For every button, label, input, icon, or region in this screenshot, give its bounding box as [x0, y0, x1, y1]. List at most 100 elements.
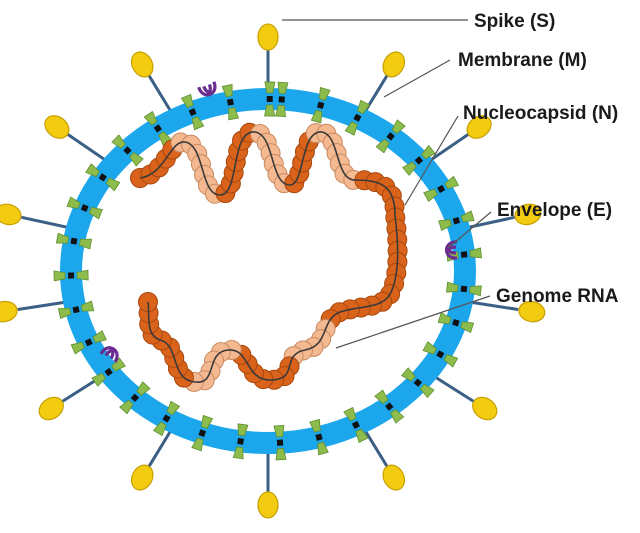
label-envelope: Envelope (E) [497, 200, 612, 221]
membrane-protein-core [452, 216, 461, 225]
membrane-protein-outer [421, 145, 436, 160]
membrane-protein-inner [423, 188, 438, 203]
membrane-protein-inner [375, 138, 390, 154]
spike-head [44, 115, 70, 139]
membrane-protein-outer [53, 270, 66, 282]
membrane-protein-core [104, 367, 113, 377]
spike-protein [44, 115, 114, 167]
spike-head [0, 203, 22, 226]
membrane-protein-core [414, 156, 424, 165]
membrane-protein-inner [438, 219, 453, 232]
membrane-protein [375, 119, 406, 154]
membrane-protein [232, 423, 249, 460]
membrane-protein [152, 400, 181, 437]
spike-head [518, 300, 546, 323]
membrane-protein [402, 145, 436, 176]
genome-rna-strand [139, 131, 399, 383]
membrane-protein [310, 87, 331, 124]
envelope-proteins [99, 81, 458, 363]
membrane-protein-outer [66, 196, 81, 210]
membrane-protein [309, 418, 329, 456]
membrane-protein-outer [469, 285, 482, 297]
membrane-protein-core [437, 184, 446, 193]
membrane-protein-inner [88, 206, 103, 220]
membrane-protein-inner [129, 151, 144, 167]
membrane-protein-core [198, 429, 207, 437]
spike-head [257, 491, 279, 519]
membrane-protein-inner [402, 161, 417, 176]
membrane-protein-inner [401, 367, 416, 382]
membrane-protein-inner [80, 300, 95, 312]
membrane-protein [423, 175, 460, 203]
membrane-protein [437, 312, 475, 334]
membrane-protein-inner [200, 414, 214, 429]
label-nucleocapsid: Nucleocapsid (N) [463, 103, 618, 124]
membrane-protein [191, 414, 214, 452]
membrane-protein-inner [105, 177, 121, 192]
membrane-protein [422, 341, 459, 368]
membrane-protein [221, 84, 240, 121]
membrane-protein [57, 300, 95, 319]
spike-protein [359, 51, 406, 120]
nucleocapsid-chain [130, 122, 408, 392]
label-genome-rna: Genome RNA [496, 286, 619, 307]
membrane-protein-outer [391, 119, 406, 135]
membrane-protein [344, 99, 371, 136]
membrane-protein [91, 357, 126, 387]
membrane-protein [401, 367, 435, 399]
spike-head [130, 51, 154, 78]
membrane-protein [70, 330, 107, 355]
membrane-protein-core [237, 437, 244, 445]
membrane-protein [343, 406, 369, 443]
membrane-protein-outer [143, 110, 158, 126]
membrane-protein-outer [390, 408, 405, 424]
label-membrane: Membrane (M) [458, 50, 587, 71]
membrane-protein-core [386, 132, 395, 141]
membrane-proteins [53, 81, 482, 461]
spike-protein [0, 203, 78, 231]
membrane-protein-inner [228, 107, 240, 121]
membrane-protein-inner [275, 104, 286, 118]
membrane-protein-core [353, 113, 362, 122]
membrane-protein-outer [419, 383, 435, 399]
membrane-protein-outer [318, 87, 331, 101]
membrane-protein-inner [343, 406, 357, 422]
membrane-protein-outer [264, 81, 276, 94]
membrane-protein-core [413, 378, 423, 387]
leader-line [447, 211, 492, 249]
membrane-protein-outer [357, 99, 371, 115]
membrane-protein-core [162, 414, 171, 423]
membrane-protein-core [67, 272, 75, 279]
membrane-protein-outer [180, 93, 194, 109]
membrane-protein [180, 93, 205, 131]
membrane-protein-outer [275, 448, 287, 461]
membrane-protein-inner [78, 238, 93, 250]
membrane-protein-inner [166, 400, 181, 416]
membrane-protein [275, 81, 289, 118]
envelope-protein [197, 81, 217, 97]
membrane-protein-core [266, 95, 273, 103]
membrane-protein-outer [119, 399, 134, 415]
spike-head [472, 396, 498, 421]
membrane-protein [85, 163, 121, 192]
membrane-protein [119, 381, 151, 415]
membrane-protein [273, 424, 287, 461]
label-leader-lines [282, 19, 492, 349]
membrane-protein-outer [85, 163, 100, 178]
membrane-protein [66, 196, 103, 220]
membrane-protein-core [130, 393, 140, 403]
membrane-protein-core [226, 98, 234, 106]
membrane-protein-core [72, 306, 80, 314]
membrane-protein-outer [444, 175, 460, 190]
membrane-protein-outer [460, 321, 475, 334]
spike-head [382, 464, 406, 491]
spike-head [257, 23, 279, 51]
membrane-protein-inner [437, 312, 452, 325]
membrane-protein [374, 389, 405, 424]
membrane-protein-core [84, 338, 93, 347]
label-spike: Spike (S) [474, 11, 555, 32]
membrane-protein [438, 210, 475, 232]
membrane-protein-outer [221, 84, 233, 98]
